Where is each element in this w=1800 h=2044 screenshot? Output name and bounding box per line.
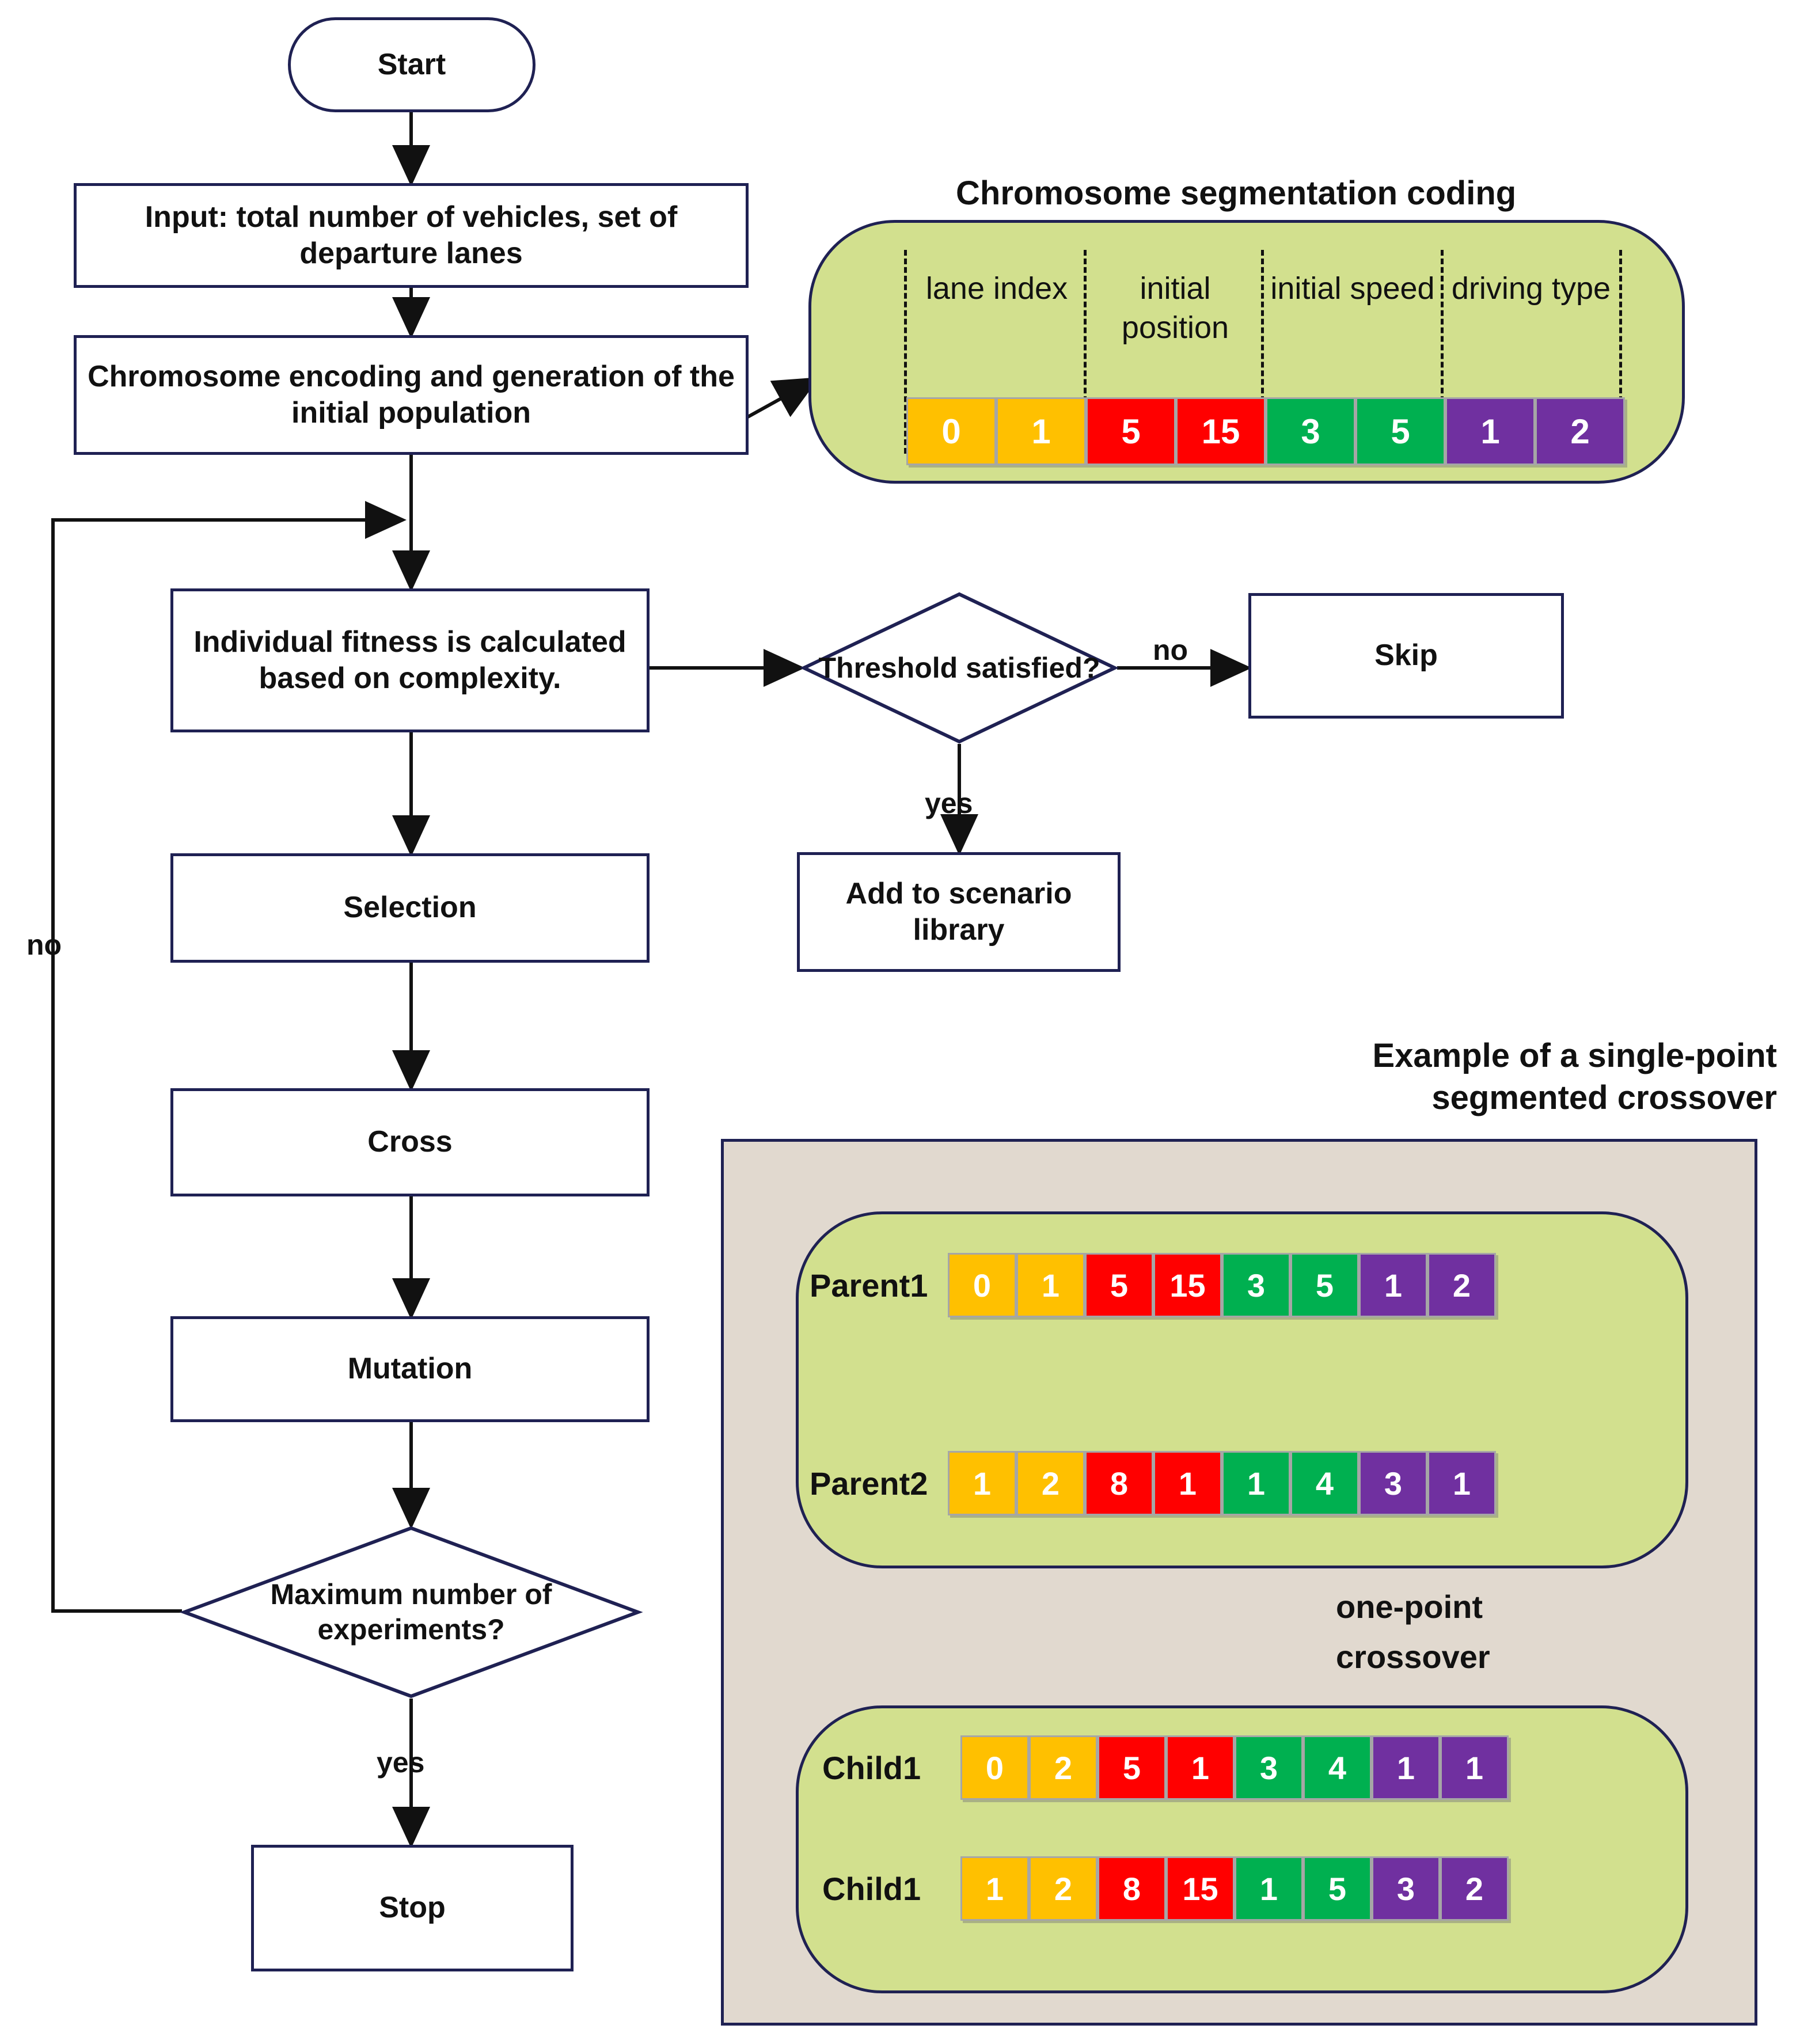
gene-cell: 3 <box>1235 1735 1303 1800</box>
node-add-to-scenario-library-label: Add to scenario library <box>845 876 1072 947</box>
gene-cell: 1 <box>960 1856 1029 1921</box>
decision-maximum-experiments-label: Maximum number of experiments? <box>270 1578 552 1646</box>
node-add-to-scenario-library[interactable]: Add to scenario library <box>797 852 1121 972</box>
edge-label-threshold-yes: yes <box>925 787 973 819</box>
gene-cell: 5 <box>1098 1735 1166 1800</box>
gene-cell: 1 <box>1440 1735 1509 1800</box>
gene-cell: 2 <box>1029 1856 1098 1921</box>
coding-separator-0 <box>904 250 907 454</box>
node-start-label: Start <box>377 47 446 81</box>
gene-cell: 15 <box>1153 1253 1222 1317</box>
node-skip-label: Skip <box>1374 639 1438 673</box>
node-chromosome-encoding[interactable]: Chromosome encoding and generation of th… <box>74 335 749 455</box>
gene-cell: 4 <box>1290 1451 1359 1515</box>
node-stop[interactable]: Stop <box>251 1845 574 1971</box>
node-chromosome-encoding-label: Chromosome encoding and generation of th… <box>88 359 735 430</box>
coding-segment-label-lane-index: lane index <box>925 271 1068 306</box>
gene-cell: 8 <box>1098 1856 1166 1921</box>
edge-label-threshold-no: no <box>1153 634 1188 666</box>
gene-cell: 5 <box>1085 1253 1153 1317</box>
gene-cell: 0 <box>948 1253 1016 1317</box>
node-mutation-label: Mutation <box>347 1352 473 1386</box>
gene-cell: 1 <box>1016 1253 1085 1317</box>
node-mutation[interactable]: Mutation <box>170 1316 650 1422</box>
gene-cell: 1 <box>1372 1735 1440 1800</box>
node-cross[interactable]: Cross <box>170 1088 650 1196</box>
gene-cell: 2 <box>1427 1253 1496 1317</box>
node-fitness-label: Individual fitness is calculated based o… <box>193 625 626 695</box>
coding-separator-2 <box>1261 250 1264 454</box>
gene-cell: 5 <box>1355 397 1445 465</box>
gene-cell: 5 <box>1303 1856 1372 1921</box>
gene-cell: 3 <box>1222 1253 1290 1317</box>
gene-cell: 8 <box>1085 1451 1153 1515</box>
row-label-parent2: Parent2 <box>810 1465 928 1502</box>
coding-segment-label-initial-position: initial position <box>1121 271 1229 345</box>
gene-cell: 0 <box>906 397 996 465</box>
gene-cell: 2 <box>1029 1735 1098 1800</box>
gene-cell: 1 <box>1359 1253 1427 1317</box>
gene-cell: 3 <box>1266 397 1355 465</box>
crossover-panel-title: Example of a single-point segmented cros… <box>1372 1037 1777 1116</box>
node-selection[interactable]: Selection <box>170 853 650 963</box>
gene-cell: 1 <box>1445 397 1535 465</box>
edge-label-max-yes: yes <box>377 1746 425 1779</box>
coding-panel-title: Chromosome segmentation coding <box>956 174 1517 212</box>
gene-cell: 5 <box>1290 1253 1359 1317</box>
one-point-crossover-label: one-point crossover <box>1336 1589 1490 1675</box>
gene-cell: 1 <box>1222 1451 1290 1515</box>
node-fitness[interactable]: Individual fitness is calculated based o… <box>170 588 650 732</box>
gene-cell: 2 <box>1016 1451 1085 1515</box>
edge-label-loop-no: no <box>26 929 62 961</box>
coding-segment-label-initial-speed: initial speed <box>1270 271 1435 306</box>
coding-separator-3 <box>1441 250 1444 454</box>
coding-segment-label-driving-type: driving type <box>1451 271 1611 306</box>
gene-cell: 1 <box>1427 1451 1496 1515</box>
decision-threshold-label: Threshold satisfied? <box>818 651 1100 684</box>
decision-maximum-experiments[interactable]: Maximum number of experiments? <box>179 1526 643 1699</box>
row-label-child1-a: Child1 <box>822 1749 921 1786</box>
gene-cell: 3 <box>1372 1856 1440 1921</box>
gene-cell: 4 <box>1303 1735 1372 1800</box>
gene-cell: 0 <box>960 1735 1029 1800</box>
gene-cell: 3 <box>1359 1451 1427 1515</box>
gene-cell: 1 <box>1153 1451 1222 1515</box>
node-selection-label: Selection <box>343 891 477 925</box>
gene-cell: 1 <box>1235 1856 1303 1921</box>
gene-cell: 1 <box>1166 1735 1235 1800</box>
gene-cell: 15 <box>1166 1856 1235 1921</box>
gene-cell: 15 <box>1176 397 1266 465</box>
node-cross-label: Cross <box>367 1125 453 1159</box>
row-label-parent1: Parent1 <box>810 1267 928 1304</box>
node-start[interactable]: Start <box>288 17 536 112</box>
coding-separator-1 <box>1084 250 1087 454</box>
gene-cell: 5 <box>1086 397 1176 465</box>
gene-cell: 2 <box>1440 1856 1509 1921</box>
node-stop-label: Stop <box>379 1891 446 1925</box>
row-label-child1-b: Child1 <box>822 1870 921 1907</box>
node-input-label: Input: total number of vehicles, set of … <box>145 200 678 270</box>
coding-separator-4 <box>1619 250 1622 454</box>
node-skip[interactable]: Skip <box>1248 593 1564 719</box>
node-input[interactable]: Input: total number of vehicles, set of … <box>74 183 749 288</box>
gene-cell: 1 <box>996 397 1086 465</box>
gene-cell: 1 <box>948 1451 1016 1515</box>
gene-cell: 2 <box>1535 397 1625 465</box>
decision-threshold-satisfied[interactable]: Threshold satisfied? <box>799 592 1119 744</box>
